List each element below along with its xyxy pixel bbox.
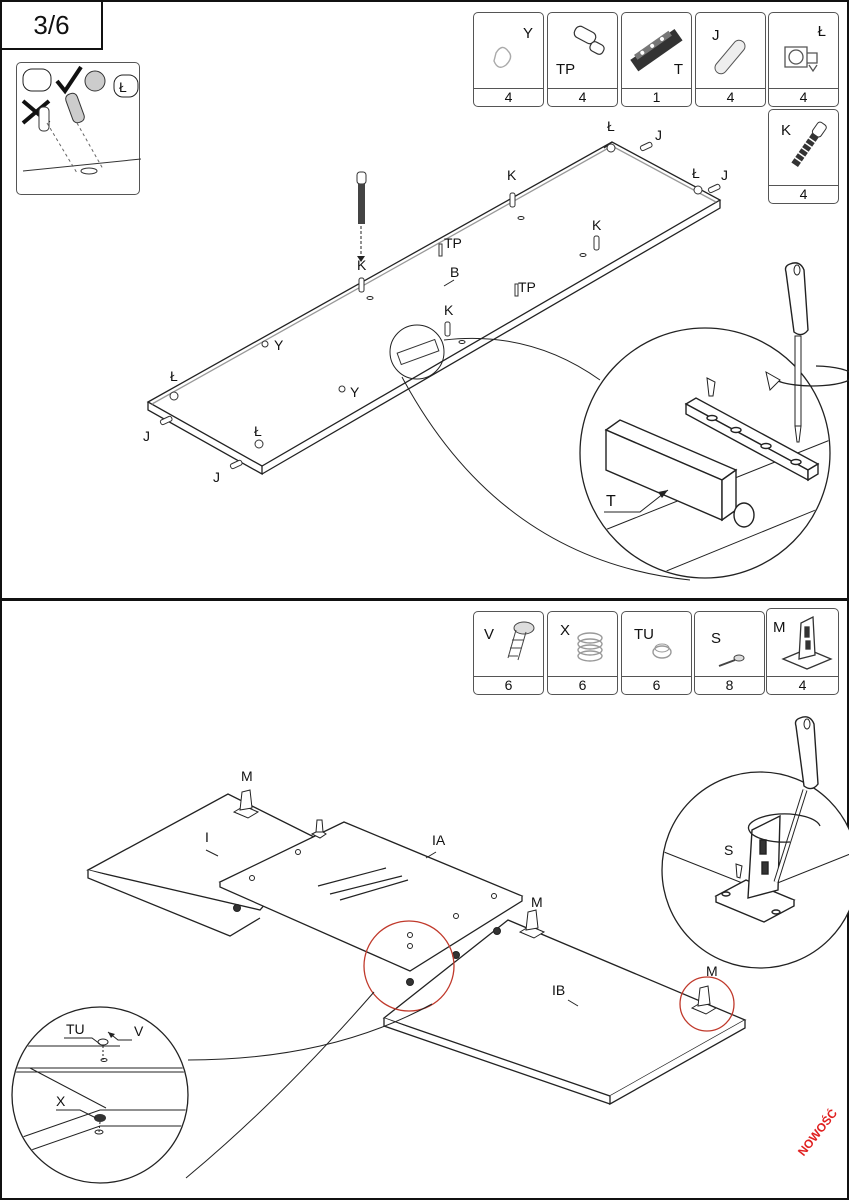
zoom-circle-insert (11, 1006, 189, 1184)
label-t-zoom: T (606, 493, 616, 510)
label-ib: IB (552, 982, 566, 998)
label-s-zoom: S (724, 842, 734, 858)
label-m: M (241, 768, 253, 784)
cam-lock-icon (784, 46, 818, 73)
label-x-zoom: X (56, 1093, 66, 1109)
part-code: TP (556, 61, 576, 78)
label-k: K (444, 302, 454, 318)
cam-orientation-hint (21, 65, 141, 175)
label-l: Ł (254, 423, 262, 439)
cam-bolt-k-top (356, 171, 367, 262)
label-k: K (507, 167, 517, 183)
part-qty: 6 (474, 676, 543, 694)
label-j: J (721, 167, 728, 183)
highlight-circle-ia (363, 920, 455, 1012)
label-m: M (706, 963, 718, 979)
latch-bracket-zoom (684, 397, 820, 482)
highlight-circle-m (679, 976, 735, 1032)
screwdriver-icon (747, 716, 821, 883)
dowel-pin-icon (573, 25, 605, 55)
part-code: T (673, 61, 683, 78)
part-qty: 6 (622, 676, 691, 694)
part-code: M (773, 619, 786, 636)
label-k: K (357, 257, 367, 273)
label-tu-zoom: TU (66, 1021, 85, 1037)
label-v-zoom: V (134, 1023, 144, 1039)
label-tp: TP (444, 235, 462, 251)
label-m: M (531, 894, 543, 910)
part-card-l: Ł 4 (768, 12, 839, 107)
cam-bolt-icon (791, 121, 827, 168)
part-qty: 4 (474, 88, 543, 106)
part-card-j: J 4 (695, 12, 766, 107)
part-card-k: K 4 (768, 109, 839, 204)
push-latch-icon (630, 28, 683, 72)
label-j: J (655, 127, 662, 143)
label-k: K (592, 217, 602, 233)
part-card-x: X 6 (547, 611, 618, 695)
hint-box: Ł (16, 62, 141, 195)
hint-label: Ł (119, 79, 127, 95)
page-indicator: 3/6 (0, 0, 103, 50)
part-qty: 6 (548, 676, 617, 694)
label-i: I (205, 829, 209, 845)
step1-drawing (146, 141, 849, 581)
threaded-insert-icon (577, 632, 603, 662)
part-card-m: M 4 (766, 608, 839, 695)
push-latch-zoom (604, 419, 755, 528)
part-card-s: S 8 (694, 611, 765, 695)
step-divider (0, 598, 849, 601)
label-tp: TP (518, 279, 536, 295)
bracket-m-icon (781, 615, 833, 670)
part-card-tu: TU 6 (621, 611, 692, 695)
label-ia: IA (432, 832, 446, 848)
part-qty: 4 (548, 88, 617, 106)
label-j: J (213, 469, 220, 485)
part-qty: 1 (622, 88, 691, 106)
glass-reflection (317, 867, 409, 901)
part-card-t: T 1 (621, 12, 692, 107)
part-code: TU (634, 626, 654, 643)
part-code: K (781, 122, 792, 139)
part-qty: 4 (767, 676, 838, 694)
label-l: Ł (692, 165, 700, 181)
part-card-y: Y 4 (473, 12, 544, 107)
label-l: Ł (607, 118, 615, 134)
part-code: S (711, 630, 722, 647)
label-j: J (143, 428, 150, 444)
cap-tu-icon (652, 643, 672, 659)
plug-icon (493, 46, 512, 68)
part-code: J (712, 27, 720, 44)
part-qty: 4 (696, 88, 765, 106)
part-qty: 4 (769, 88, 838, 106)
check-icon (55, 65, 83, 95)
part-card-v: V 6 (473, 611, 544, 695)
screw-v-icon (507, 621, 535, 661)
part-qty: 8 (695, 676, 764, 694)
label-y: Y (274, 337, 284, 353)
part-card-tp: TP 4 (547, 12, 618, 107)
wooden-dowel-icon (714, 39, 746, 75)
label-y: Y (350, 384, 360, 400)
part-code: Ł (817, 23, 826, 40)
label-l: Ł (170, 368, 178, 384)
label-b: B (450, 264, 460, 280)
screw-s-icon (718, 654, 745, 667)
part-code: Y (522, 25, 533, 42)
part-qty: 4 (769, 185, 838, 203)
part-code: V (484, 626, 495, 643)
part-code: X (560, 622, 571, 639)
